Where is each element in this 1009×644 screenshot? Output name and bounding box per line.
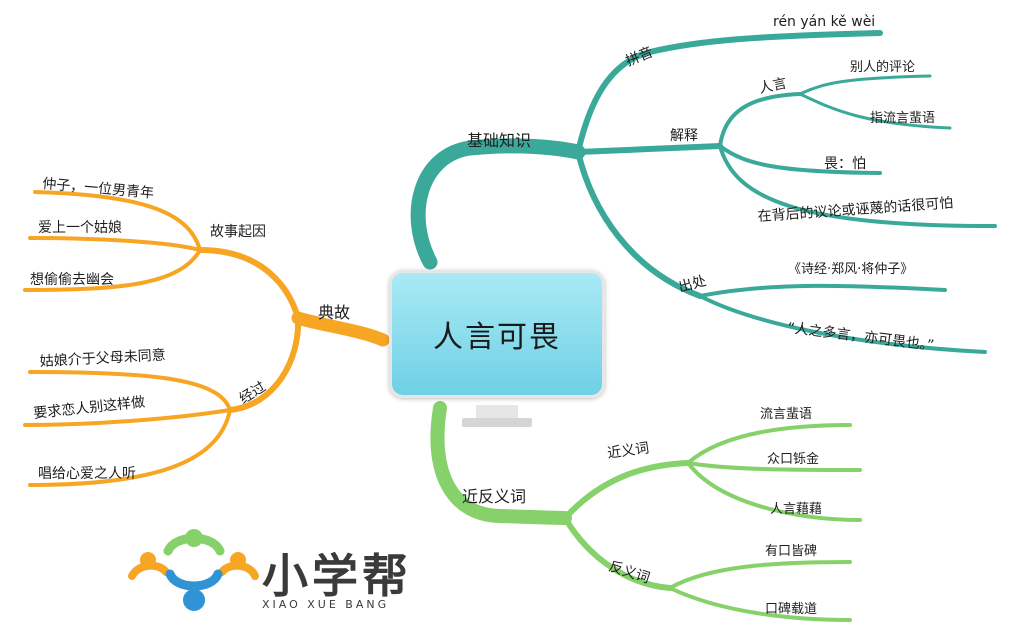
node-synonyms: 近义词 (606, 440, 650, 462)
leaf-wei: 畏：怕 (824, 156, 866, 172)
central-topic[interactable]: 人言可畏 (381, 262, 613, 408)
leaf-renyan-1: 别人的评论 (850, 59, 915, 75)
connector-cause-item2 (28, 236, 202, 252)
connector-process-item3 (28, 408, 232, 487)
leaf-cause-2: 爱上一个姑娘 (38, 220, 122, 236)
leaf-source-2: “人之多言，亦可畏也。” (787, 319, 935, 354)
leaf-process-3: 唱给心爱之人听 (38, 466, 136, 482)
leaf-syn-2: 众口铄金 (767, 451, 819, 467)
connector-basics-source (575, 149, 703, 299)
leaf-cause-3: 想偷偷去幽会 (30, 272, 114, 288)
branch-words (430, 401, 862, 622)
logo-name: 小学帮 (262, 549, 412, 603)
leaf-pinyin-value: rén yán kě wèi (773, 14, 875, 30)
node-explain: 解释 (670, 128, 698, 144)
branch-basics (410, 30, 997, 354)
leaf-syn-3: 人言藉藉 (770, 502, 822, 517)
connector-renyan-item1 (798, 74, 932, 96)
connector-source-item1 (698, 283, 947, 298)
node-basics: 基础知识 (467, 131, 531, 150)
connector-cause-item1 (33, 190, 202, 252)
logo-mark-icon (128, 529, 259, 611)
connector-syn-item1 (686, 423, 852, 465)
leaf-process-1: 姑娘介于父母未同意 (39, 346, 166, 370)
leaf-ant-1: 有口皆碑 (765, 543, 817, 559)
monitor-stand (462, 405, 532, 427)
connector-explain-renyan (718, 92, 802, 148)
node-source: 出处 (677, 273, 708, 296)
connector-basics-pinyin (575, 30, 883, 155)
connector-ant-item2 (668, 586, 852, 622)
connector-process-item2 (23, 408, 232, 427)
logo-subtitle: XIAO XUE BANG (262, 598, 390, 611)
connector-cause-item3 (23, 248, 202, 292)
connector-center-basics (410, 138, 586, 270)
connector-syn-item2 (686, 461, 862, 472)
connector-words-antonyms (562, 515, 673, 591)
central-topic-title: 人言可畏 (433, 320, 561, 355)
node-words: 近反义词 (462, 487, 526, 506)
node-cause: 故事起因 (210, 224, 266, 240)
leaf-source-1: 《诗经·郑风·将仲子》 (788, 262, 913, 277)
connector-story-cause (197, 247, 301, 321)
node-renyan: 人言 (758, 75, 789, 96)
connector-renyan-item2 (798, 92, 952, 130)
connector-source-item2 (698, 294, 987, 354)
node-pinyin: 拼音 (623, 43, 655, 69)
connector-explain-wei (718, 144, 882, 175)
connector-words-synonyms (562, 460, 691, 521)
connector-ant-item1 (668, 560, 852, 590)
central-topic-screen: 人言可畏 (389, 270, 605, 398)
leaf-syn-1: 流言蜚语 (760, 407, 812, 422)
connector-center-story (291, 311, 390, 347)
connector-center-words (430, 401, 572, 525)
leaf-process-2: 要求恋人别这样做 (33, 393, 146, 422)
connector-story-process (227, 315, 302, 413)
leaf-renyan-2: 指流言蜚语 (870, 111, 935, 126)
connector-process-item1 (28, 370, 232, 412)
connector-explain-meaning (718, 144, 997, 228)
connector-basics-explain (575, 143, 723, 155)
connector-syn-item3 (686, 461, 862, 522)
node-antonyms: 反义词 (607, 559, 652, 587)
node-story: 典故 (318, 303, 350, 322)
branch-story (23, 190, 390, 487)
leaf-ant-2: 口碑载道 (765, 601, 817, 617)
